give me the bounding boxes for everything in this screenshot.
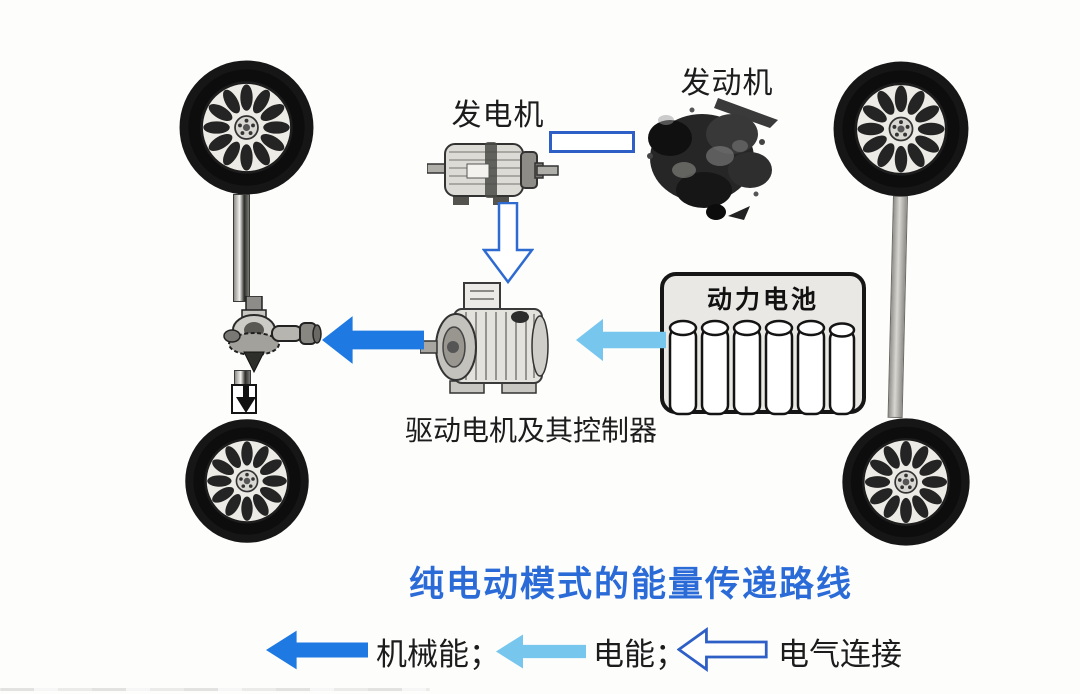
wheel-front-left-image: [178, 59, 315, 196]
generator-image: [427, 142, 559, 205]
differential-image: [223, 296, 322, 374]
mechanical-energy-arrow: [322, 316, 424, 364]
legend-mechanical-arrow-icon: [266, 630, 368, 670]
engine-image: [647, 98, 778, 220]
legend-mechanical-label: 机械能；: [376, 637, 500, 672]
electric-energy-arrow: [576, 318, 666, 362]
legend-electric-arrow-icon: [496, 634, 586, 669]
wheel-rear-right-image: [841, 417, 971, 547]
electrical-arrow-down-icon: [482, 202, 534, 284]
battery-cells-image: [668, 319, 856, 416]
drive-motor-image: [420, 282, 549, 394]
electrical-connector-rect: [549, 131, 635, 153]
battery-pack: 动力电池: [660, 272, 866, 416]
scan-artifact-line: [0, 688, 430, 691]
wheel-rear-left-image: [184, 418, 310, 544]
wheel-front-right-image: [832, 60, 970, 198]
legend-connection-label: 电气连接: [778, 637, 902, 672]
cv-joint-image: [231, 384, 257, 414]
legend-electric-label: 电能；: [593, 637, 686, 672]
right-axle-shaft: [887, 195, 908, 419]
engine-label: 发动机: [680, 67, 774, 100]
drive-motor-label: 驱动电机及其控制器: [404, 415, 657, 446]
generator-label: 发电机: [451, 99, 545, 132]
left-axle-upper-shaft: [233, 194, 250, 302]
diagram-title: 纯电动模式的能量传递路线: [408, 565, 853, 604]
battery-label: 动力电池: [706, 286, 819, 314]
legend-connection-arrow-icon: [677, 628, 768, 671]
cv-joint-arrow-icon: [236, 386, 256, 413]
